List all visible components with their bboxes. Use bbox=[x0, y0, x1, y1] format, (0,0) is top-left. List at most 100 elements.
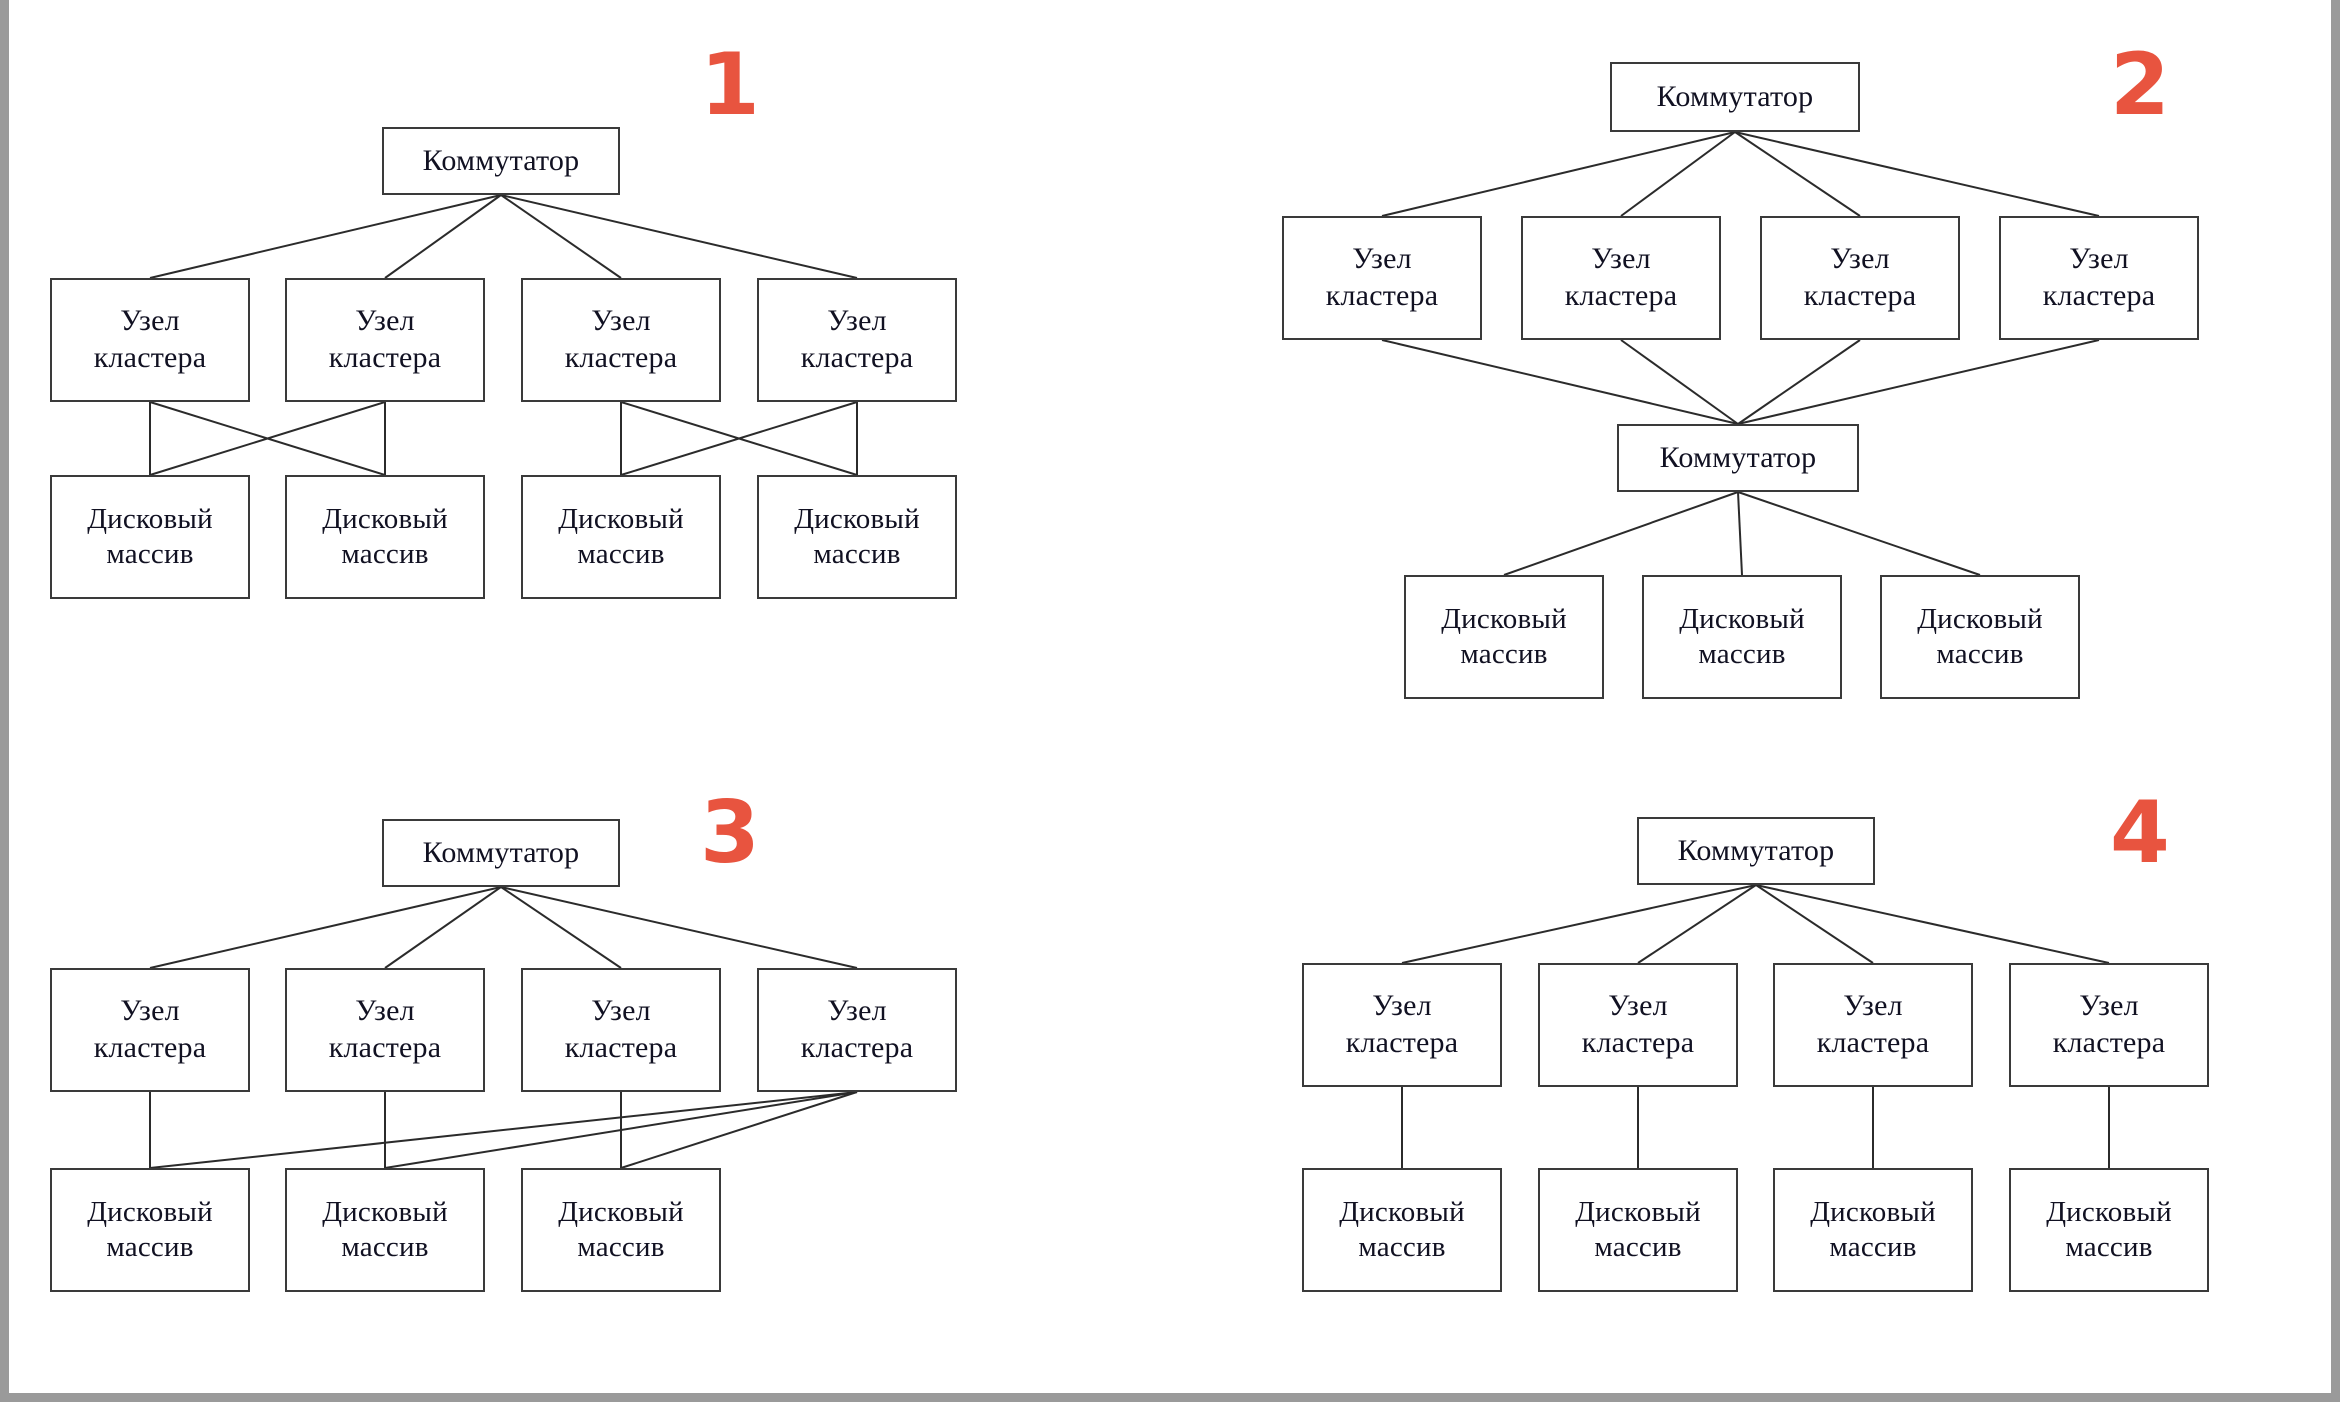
disk-label-line1: Дисковый bbox=[87, 502, 213, 535]
node-label-line1: Узел bbox=[1352, 242, 1412, 276]
disk-label-line1: Дисковый bbox=[1575, 1195, 1701, 1228]
disk-label-line2: массив bbox=[1936, 638, 2024, 670]
disk-label-line2: массив bbox=[1594, 1231, 1682, 1263]
connection-line bbox=[1737, 339, 2100, 425]
connection-line bbox=[384, 194, 502, 279]
disk-label-line1: Дисковый bbox=[2046, 1195, 2172, 1228]
connection-line bbox=[500, 194, 858, 279]
switch-label: Коммутатор bbox=[1656, 79, 1814, 113]
node-label-line2: кластера bbox=[93, 341, 207, 374]
node-label-line2: кластера bbox=[1345, 1026, 1459, 1059]
panel-2-switch-top: Коммутатор bbox=[1610, 62, 1860, 132]
connection-line bbox=[1737, 491, 1743, 576]
node-label-line2: кластера bbox=[2052, 1026, 2166, 1059]
connection-line bbox=[500, 194, 622, 279]
disk-label-line1: Дисковый bbox=[1441, 602, 1567, 635]
connection-line bbox=[1755, 884, 2110, 964]
panel-2-switch-bottom: Коммутатор bbox=[1617, 424, 1859, 492]
connection-line bbox=[620, 401, 858, 476]
switch-label: Коммутатор bbox=[1677, 833, 1835, 867]
connection-line bbox=[620, 1091, 858, 1169]
node-label-line2: кластера bbox=[800, 1031, 914, 1064]
disk-label-line2: массив bbox=[341, 538, 429, 570]
node-label-line2: кластера bbox=[1816, 1026, 1930, 1059]
node-label-line2: кластера bbox=[564, 1031, 678, 1064]
panel-2-number-label: 2 bbox=[2110, 35, 2170, 135]
node-label-line2: кластера bbox=[328, 341, 442, 374]
connection-line bbox=[1737, 491, 1981, 576]
panel-3-number-label: 3 bbox=[700, 783, 760, 883]
panel-4-number-label: 4 bbox=[2110, 783, 2170, 883]
disk-label-line2: массив bbox=[813, 538, 901, 570]
node-label-line1: Узел bbox=[355, 304, 415, 338]
page-edge-right bbox=[2331, 0, 2340, 1402]
node-label-line2: кластера bbox=[1564, 279, 1678, 312]
connection-line bbox=[1381, 131, 1736, 217]
connection-line bbox=[500, 886, 858, 969]
disk-label-line1: Дисковый bbox=[1679, 602, 1805, 635]
disk-label-line1: Дисковый bbox=[1810, 1195, 1936, 1228]
connection-line bbox=[149, 1091, 858, 1169]
disk-label-line2: массив bbox=[1829, 1231, 1917, 1263]
connection-line bbox=[1737, 339, 1861, 425]
disk-label-line2: массив bbox=[1460, 638, 1548, 670]
connection-line bbox=[384, 1091, 858, 1169]
node-label-line2: кластера bbox=[564, 341, 678, 374]
node-label-line1: Узел bbox=[355, 994, 415, 1028]
node-label-line1: Узел bbox=[591, 304, 651, 338]
connection-line bbox=[1401, 884, 1757, 964]
disk-label-line1: Дисковый bbox=[558, 1195, 684, 1228]
connection-line bbox=[149, 401, 386, 476]
connection-line bbox=[149, 886, 502, 969]
node-label-line1: Узел bbox=[1830, 242, 1890, 276]
node-label-line2: кластера bbox=[1581, 1026, 1695, 1059]
connection-line bbox=[500, 886, 622, 969]
disk-label-line1: Дисковый bbox=[1339, 1195, 1465, 1228]
connection-line bbox=[1503, 491, 1739, 576]
connection-line bbox=[1755, 884, 1874, 964]
switch-label: Коммутатор bbox=[422, 835, 580, 869]
node-label-line2: кластера bbox=[1803, 279, 1917, 312]
node-label-line1: Узел bbox=[120, 994, 180, 1028]
disk-label-line1: Дисковый bbox=[794, 502, 920, 535]
node-label-line1: Узел bbox=[1843, 989, 1903, 1023]
node-label-line2: кластера bbox=[328, 1031, 442, 1064]
node-label-line1: Узел bbox=[827, 304, 887, 338]
node-label-line1: Узел bbox=[120, 304, 180, 338]
disk-label-line1: Дисковый bbox=[558, 502, 684, 535]
connection-line bbox=[1637, 884, 1757, 964]
connection-line bbox=[149, 194, 502, 279]
connection-line bbox=[384, 886, 502, 969]
node-label-line1: Узел bbox=[1372, 989, 1432, 1023]
panel-3-switch: Коммутатор bbox=[382, 819, 620, 887]
disk-label-line2: массив bbox=[577, 1231, 665, 1263]
node-label-line1: Узел bbox=[1591, 242, 1651, 276]
switch-label: Коммутатор bbox=[1659, 440, 1817, 474]
connection-line bbox=[1620, 339, 1739, 425]
